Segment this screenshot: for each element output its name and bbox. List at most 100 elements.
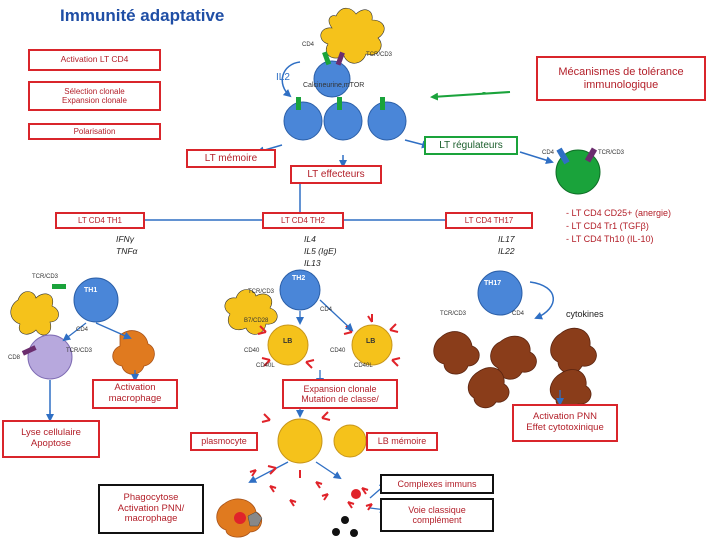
activation-macrophage-box: Activation macrophage <box>92 379 178 409</box>
th2-cytokine-il13: IL13 <box>304 258 321 268</box>
lb-memoire-box: LB mémoire <box>366 432 438 451</box>
cd4-top-label: CD4 <box>302 42 315 48</box>
th1-cytokine-tnf: TNFα <box>116 246 138 256</box>
voie-classique-box: Voie classique complément <box>380 498 494 532</box>
tolerance-label-2: immunologique <box>583 78 659 91</box>
phagocytose-label-3: macrophage <box>124 513 178 525</box>
il2-label: IL2 <box>276 72 290 83</box>
reg-subset-3: - LT CD4 Th10 (IL-10) <box>566 234 654 244</box>
cd4-right-label: CD4 <box>542 150 555 156</box>
expansion-label: Expansion clonale <box>62 96 127 105</box>
apc-cell-top <box>320 7 385 64</box>
plasmocyte-label: plasmocyte <box>201 436 247 447</box>
tcr-cd3-top-label: TCR/CD3 <box>366 52 393 58</box>
expansion-mutation-label-1: Expansion clonale <box>303 383 377 394</box>
lt-regulateurs-box: LT régulateurs <box>424 136 518 155</box>
tcr-cd3-th2-label: TCR/CD3 <box>248 289 275 295</box>
phagocytose-label-1: Phagocytose <box>123 491 179 503</box>
lb-left-label: LB <box>283 338 293 345</box>
cd40l-right-label: CD40L <box>354 363 373 369</box>
selection-label: Sélection clonale <box>64 86 125 96</box>
tcr-cd3-th1-label: TCR/CD3 <box>32 274 59 280</box>
lt-memoire-box: LT mémoire <box>186 149 276 168</box>
tolerance-box: Mécanismes de tolérance immunologique <box>536 56 706 101</box>
t-cell-1 <box>283 101 323 141</box>
cd4-th2-label: CD4 <box>320 307 333 313</box>
apc-cell-th1 <box>10 291 59 336</box>
complexes-immuns-box: Complexes immuns <box>380 474 494 494</box>
lt-effecteurs-label: LT effecteurs <box>307 168 365 180</box>
tcr-cd3-right-label: TCR/CD3 <box>598 150 625 156</box>
cd40-right-label: CD40 <box>330 348 346 354</box>
th2-box: LT CD4 TH2 <box>262 212 344 229</box>
macrophage-th1 <box>112 330 155 375</box>
th1-cell-label: TH1 <box>84 287 98 294</box>
cd40l-left-label: CD40L <box>256 363 275 369</box>
th17-cytokine-il22: IL22 <box>498 246 515 256</box>
activation-cd4-box: Activation LT CD4 <box>28 49 161 71</box>
lb-memoire-cell <box>333 424 367 458</box>
lt-effecteurs-box: LT effecteurs <box>290 165 382 184</box>
activation-macrophage-label-1: Activation <box>114 382 156 394</box>
polarisation-label: Polarisation <box>73 126 116 136</box>
selection-expansion-box: Sélection clonale Expansion clonale <box>28 81 161 111</box>
th17-label: LT CD4 TH17 <box>464 215 514 225</box>
neutrophil-2 <box>490 335 537 380</box>
th17-cell <box>477 270 523 316</box>
voie-classique-label-2: complément <box>412 515 462 525</box>
neutrophil-4 <box>467 367 510 409</box>
tolerance-label-1: Mécanismes de tolérance <box>558 65 684 78</box>
th1-label: LT CD4 TH1 <box>77 215 122 225</box>
lt-memoire-label: LT mémoire <box>204 152 258 164</box>
plasmocyte-cell <box>277 418 323 464</box>
cd40-left-label: CD40 <box>244 348 260 354</box>
activation-pnn-label-2: Effet cytotoxinique <box>526 422 604 433</box>
th1-cell <box>73 277 119 323</box>
th2-cell <box>279 269 321 311</box>
reg-subset-2: - LT CD4 Tr1 (TGFβ) <box>566 221 649 231</box>
t-cell-2 <box>323 101 363 141</box>
th2-cytokine-il4: IL4 <box>304 234 316 244</box>
lb-right-label: LB <box>366 338 376 345</box>
activation-pnn-box: Activation PNN Effet cytotoxinique <box>512 404 618 442</box>
plasmocyte-box: plasmocyte <box>190 432 258 451</box>
reg-subset-1: - LT CD4 CD25+ (anergie) <box>566 208 671 218</box>
tolerance-inhibition-arrow <box>430 91 511 101</box>
complexes-immuns-label: Complexes immuns <box>397 478 477 489</box>
inhibition-minus: - <box>482 85 486 99</box>
calcineurine-label: Calcineurine,mTOR <box>303 82 365 89</box>
expansion-mutation-box: Expansion clonale Mutation de classe/ <box>282 379 398 409</box>
arrow-treg <box>519 151 554 165</box>
th17-box: LT CD4 TH17 <box>445 212 533 229</box>
activation-cd4-label: Activation LT CD4 <box>60 54 129 65</box>
cd4-th17-label: CD4 <box>512 311 525 317</box>
neutrophil-3 <box>550 327 597 374</box>
lt-regulateurs-label: LT régulateurs <box>439 139 503 151</box>
b7-label: B7/CD28 <box>244 318 269 324</box>
th1-cytokine-ifn: IFNγ <box>116 234 134 244</box>
neutrophil-1 <box>433 331 480 375</box>
th17-cytokine-il17: IL17 <box>498 234 515 244</box>
activation-pnn-label-1: Activation PNN <box>533 411 597 423</box>
cytokines-arrow <box>529 281 554 320</box>
lb-cell-left <box>267 324 309 366</box>
tcr-cd3-th17-label: TCR/CD3 <box>440 311 467 317</box>
cd8-label: CD8 <box>8 355 21 361</box>
lb-memoire-label: LB mémoire <box>377 436 427 447</box>
th17-cell-label: TH17 <box>484 280 502 287</box>
cd8-cell <box>27 334 73 380</box>
t-cell-naive <box>313 60 351 98</box>
phagocytose-box: Phagocytose Activation PNN/ macrophage <box>98 484 204 534</box>
activation-macrophage-label-2: macrophage <box>108 393 162 404</box>
t-cell-3 <box>367 101 407 141</box>
th2-label: LT CD4 TH2 <box>280 215 325 225</box>
lyse-box: Lyse cellulaire Apoptose <box>2 420 100 458</box>
th2-cytokine-il5: IL5 (IgE) <box>304 246 337 256</box>
il2-loop <box>281 61 301 98</box>
page-title: Immunité adaptative <box>60 6 225 25</box>
th2-cell-label: TH2 <box>292 275 306 282</box>
polarisation-box: Polarisation <box>28 123 161 140</box>
expansion-mutation-label-2: Mutation de classe/ <box>301 394 379 404</box>
